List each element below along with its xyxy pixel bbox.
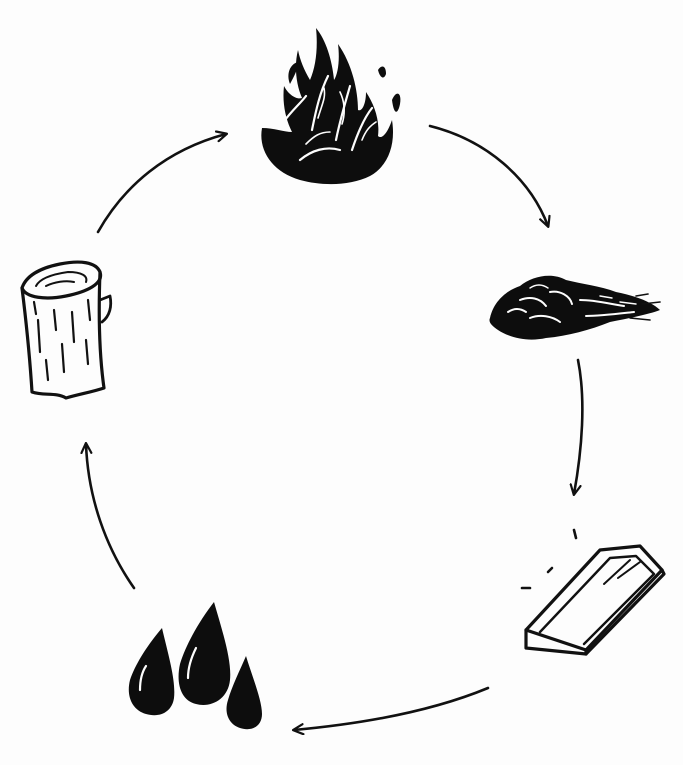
oil-drops-icon xyxy=(128,602,262,730)
arrow-fire-to-smoke xyxy=(428,124,548,226)
wood-log-icon xyxy=(20,260,113,400)
fire-icon xyxy=(261,28,401,185)
arrow-smoke-to-ingot xyxy=(574,358,584,494)
arrow-ingot-to-drops xyxy=(294,686,490,730)
smoke-icon xyxy=(489,275,661,340)
metal-ingot-icon xyxy=(520,528,666,656)
arrow-drops-to-log xyxy=(86,444,136,590)
arrow-log-to-fire xyxy=(96,134,226,234)
